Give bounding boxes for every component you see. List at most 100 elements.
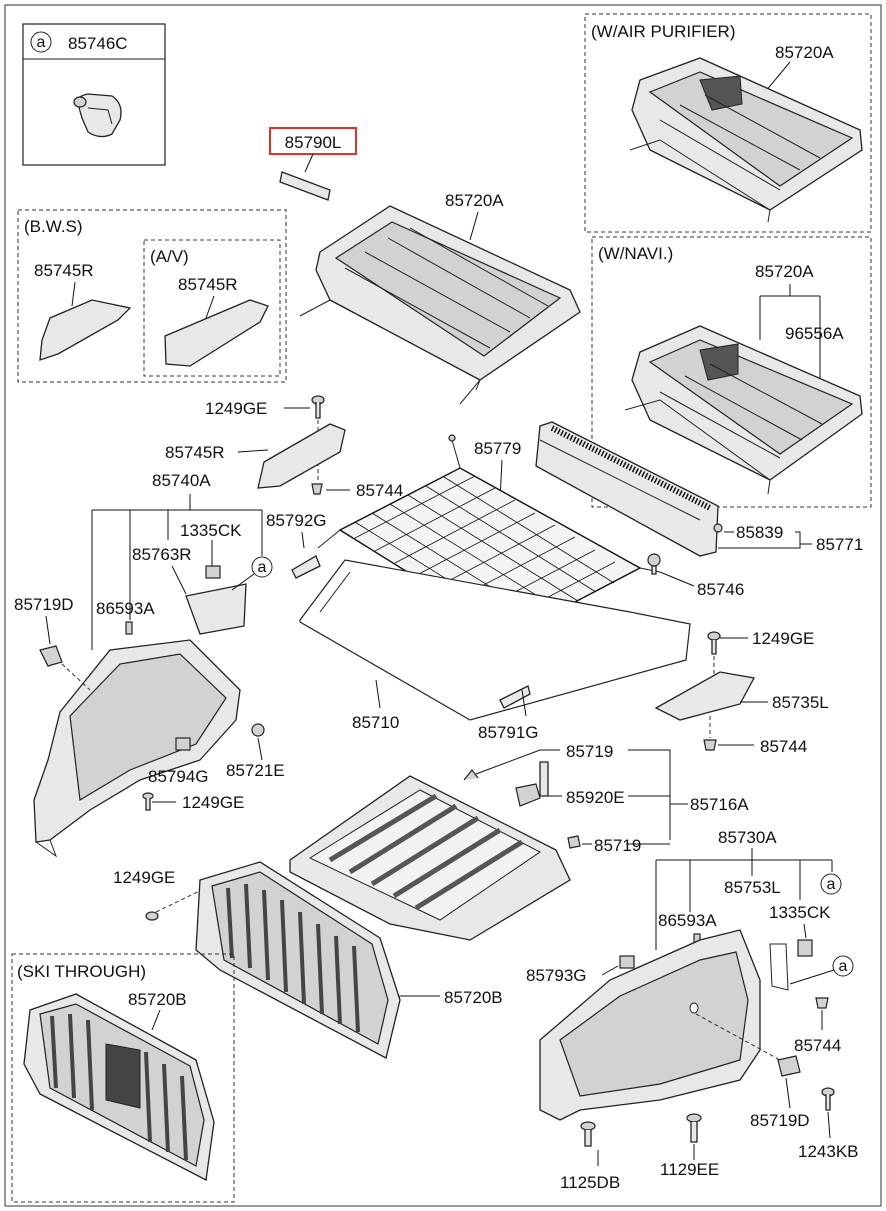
- bolt-1243kb-icon: [821, 1087, 835, 1111]
- clip-85719-top-icon: [463, 769, 479, 781]
- plate-85735l-icon: [654, 671, 755, 721]
- part-label-1249ge-top: 1249GE: [205, 399, 267, 418]
- screw-1125db-icon: [580, 1121, 596, 1147]
- clip-85721e-icon: [251, 723, 265, 737]
- part-label-1243kb: 1243KB: [798, 1142, 859, 1161]
- clip-85744-right-icon: [703, 739, 717, 751]
- part-label-85716a: 85716A: [690, 795, 749, 814]
- part-label-85719d-right: 85719D: [750, 1111, 810, 1130]
- ski-through-section: (SKI THROUGH) 85720B: [11, 953, 235, 1203]
- part-label-1335ck-right: 1335CK: [769, 903, 831, 922]
- clip-1335ck-left-icon: [205, 565, 221, 579]
- callout-a-icon: [251, 556, 273, 578]
- part-label-85745r-bws: 85745R: [34, 261, 94, 280]
- navi-section: (W/NAVI.) 85720A 96556A: [591, 236, 872, 508]
- part-label-85735l: 85735L: [772, 693, 829, 712]
- part-label-1249ge-seat: 1249GE: [113, 868, 175, 887]
- side-trim-right-icon: [539, 929, 761, 1121]
- section-ski-through: (SKI THROUGH): [17, 962, 146, 981]
- package-tray-main-icon: [299, 205, 581, 405]
- highlight-box-85790l: [269, 127, 357, 155]
- part-label-85790l[interactable]: 85790L: [285, 133, 342, 152]
- part-label-1335ck-left: 1335CK: [180, 521, 242, 540]
- part-label-85753l: 85753L: [724, 878, 781, 897]
- screw-1249ge-top-icon: [311, 395, 325, 419]
- bracket-av-icon: [164, 299, 269, 367]
- panel-85763r-icon: [185, 583, 247, 635]
- seat-back-85720b-icon: [195, 861, 401, 1059]
- callout-a-label: a: [839, 958, 848, 975]
- part-label-85745r-mid: 85745R: [165, 443, 225, 462]
- clip-85719d-right-icon: [777, 1055, 801, 1077]
- part-label-85720b-ski: 85720B: [128, 990, 187, 1009]
- screw-1129ee-icon: [686, 1113, 702, 1143]
- part-label-85771: 85771: [816, 535, 863, 554]
- package-tray-navi-icon: [624, 325, 863, 495]
- clip-1335ck-right-icon: [797, 939, 813, 957]
- part-label-86593a-right: 86593A: [658, 911, 717, 930]
- clip-85839-icon: [713, 523, 723, 533]
- callout-a-icon: [820, 873, 842, 895]
- clip-85794g-icon: [175, 737, 191, 751]
- part-label-85720b-main: 85720B: [444, 988, 503, 1007]
- callout-a-icon: [30, 31, 52, 53]
- part-label-85740a: 85740A: [152, 471, 211, 490]
- part-label-85719-top: 85719: [566, 742, 613, 761]
- part-label-85791g: 85791G: [478, 723, 539, 742]
- part-label-85746c: 85746C: [68, 34, 128, 53]
- clip-85744-bot-icon: [815, 997, 829, 1009]
- section-navi: (W/NAVI.): [598, 244, 673, 263]
- part-label-85792g: 85792G: [266, 511, 327, 530]
- section-air-purifier: (W/AIR PURIFIER): [591, 22, 736, 41]
- part-label-1249ge-right: 1249GE: [752, 629, 814, 648]
- seat-back-ski-icon: [23, 993, 215, 1182]
- part-label-85719-bot: 85719: [594, 836, 641, 855]
- part-label-1129ee: 1129EE: [660, 1160, 719, 1179]
- clip-85746-icon: [647, 553, 661, 575]
- part-label-86593a-left: 86593A: [96, 599, 155, 618]
- clip-85793g-icon: [619, 955, 635, 969]
- section-av: (A/V): [150, 247, 189, 266]
- bracket-bws-icon: [39, 299, 132, 361]
- part-label-85746: 85746: [697, 580, 744, 599]
- clip-85719-bot-icon: [567, 835, 581, 849]
- section-bws: (B.W.S): [24, 217, 83, 236]
- callout-a-label: a: [37, 34, 46, 51]
- air-purifier-section: (W/AIR PURIFIER) 85720A: [584, 13, 872, 233]
- diagram-frame: [4, 4, 882, 1207]
- tonneau-cover-icon: [535, 421, 719, 557]
- bws-section: (B.W.S) 85745R (A/V) 85745R: [17, 209, 287, 383]
- part-label-85719d-left: 85719D: [14, 595, 74, 614]
- callout-a-label: a: [827, 876, 836, 893]
- screw-1249ge-right-icon: [707, 631, 721, 655]
- part-label-85920e: 85920E: [566, 788, 625, 807]
- clip-85746c-box: a 85746C: [22, 23, 166, 166]
- part-label-85710: 85710: [352, 713, 399, 732]
- clip-85744-top-icon: [311, 483, 323, 495]
- bracket-85792g-icon: [291, 555, 321, 579]
- floor-board-85716a-icon: [289, 775, 571, 941]
- part-label-85793g: 85793G: [526, 966, 587, 985]
- part-label-1249ge-left: 1249GE: [182, 793, 244, 812]
- clip-85719d-left-icon: [39, 645, 63, 667]
- screw-1249ge-left-icon: [142, 792, 154, 811]
- hook-85920e-icon: [515, 761, 549, 807]
- floor-cover-85710-icon: [299, 559, 691, 721]
- part-label-85745r-av: 85745R: [178, 275, 238, 294]
- part-label-85744-right: 85744: [760, 737, 807, 756]
- package-tray-air-icon: [629, 57, 863, 223]
- callout-a-label: a: [258, 559, 267, 576]
- side-trim-left-icon: [33, 639, 241, 858]
- part-label-85720a-main: 85720A: [445, 191, 504, 210]
- part-label-85839: 85839: [736, 523, 783, 542]
- clip-86593a-left-icon: [125, 621, 133, 635]
- part-label-85744-top: 85744: [356, 481, 403, 500]
- part-label-85720a-navi: 85720A: [755, 262, 814, 281]
- callout-a-icon: [832, 955, 854, 977]
- part-label-1125db: 1125DB: [560, 1173, 620, 1192]
- part-label-85779: 85779: [474, 439, 521, 458]
- clip-icon: [73, 93, 122, 138]
- bracket-85745r-mid-icon: [257, 423, 346, 489]
- part-label-85730a: 85730A: [718, 828, 777, 847]
